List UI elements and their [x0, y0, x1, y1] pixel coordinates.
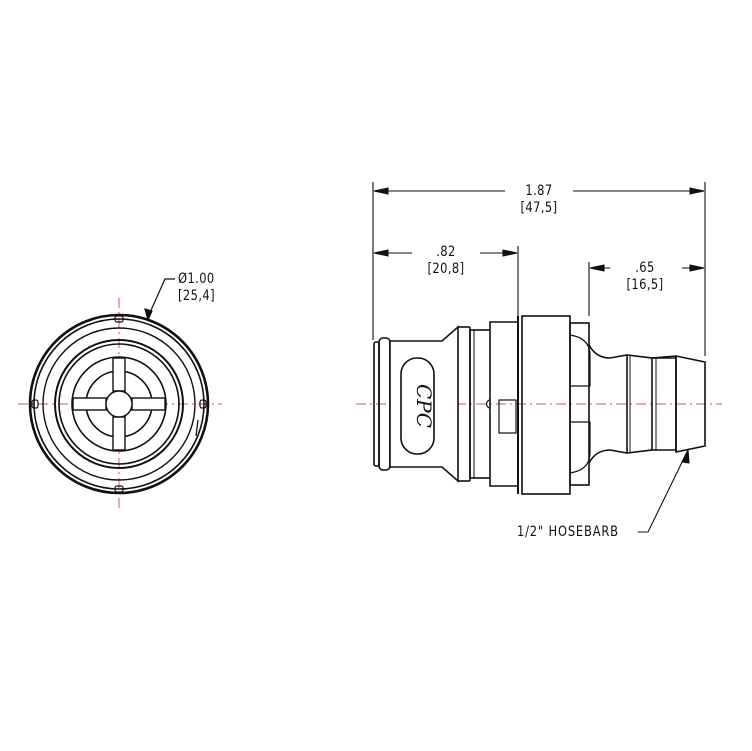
overall-length-inch: 1.87	[525, 183, 553, 199]
coupling-length-dimension: .82 [20,8]	[416, 244, 475, 278]
diameter-inch: Ø1.00	[178, 271, 215, 287]
barb-length-metric: [16,5]	[626, 277, 664, 293]
notches	[31, 315, 207, 493]
logo-oval	[400, 357, 435, 455]
overall-length-dimension: 1.87 [47,5]	[509, 183, 568, 217]
front-view	[18, 278, 222, 510]
coupling-length-inch: .82	[436, 244, 456, 260]
side-view: CPC	[356, 182, 722, 533]
diameter-leader	[144, 278, 175, 322]
svg-text:CPC: CPC	[412, 384, 436, 428]
cross-ribs	[72, 357, 166, 451]
hosebarb-callout: 1/2" HOSEBARB	[517, 524, 619, 540]
diameter-metric: [25,4]	[178, 288, 215, 304]
coupling-length-metric: [20,8]	[427, 261, 465, 277]
overall-length-metric: [47,5]	[520, 200, 558, 216]
barb-length-inch: .65	[635, 260, 655, 276]
barb-length-dimension: .65 [16,5]	[615, 260, 674, 294]
diameter-dimension: Ø1.00 [25,4]	[178, 271, 215, 305]
